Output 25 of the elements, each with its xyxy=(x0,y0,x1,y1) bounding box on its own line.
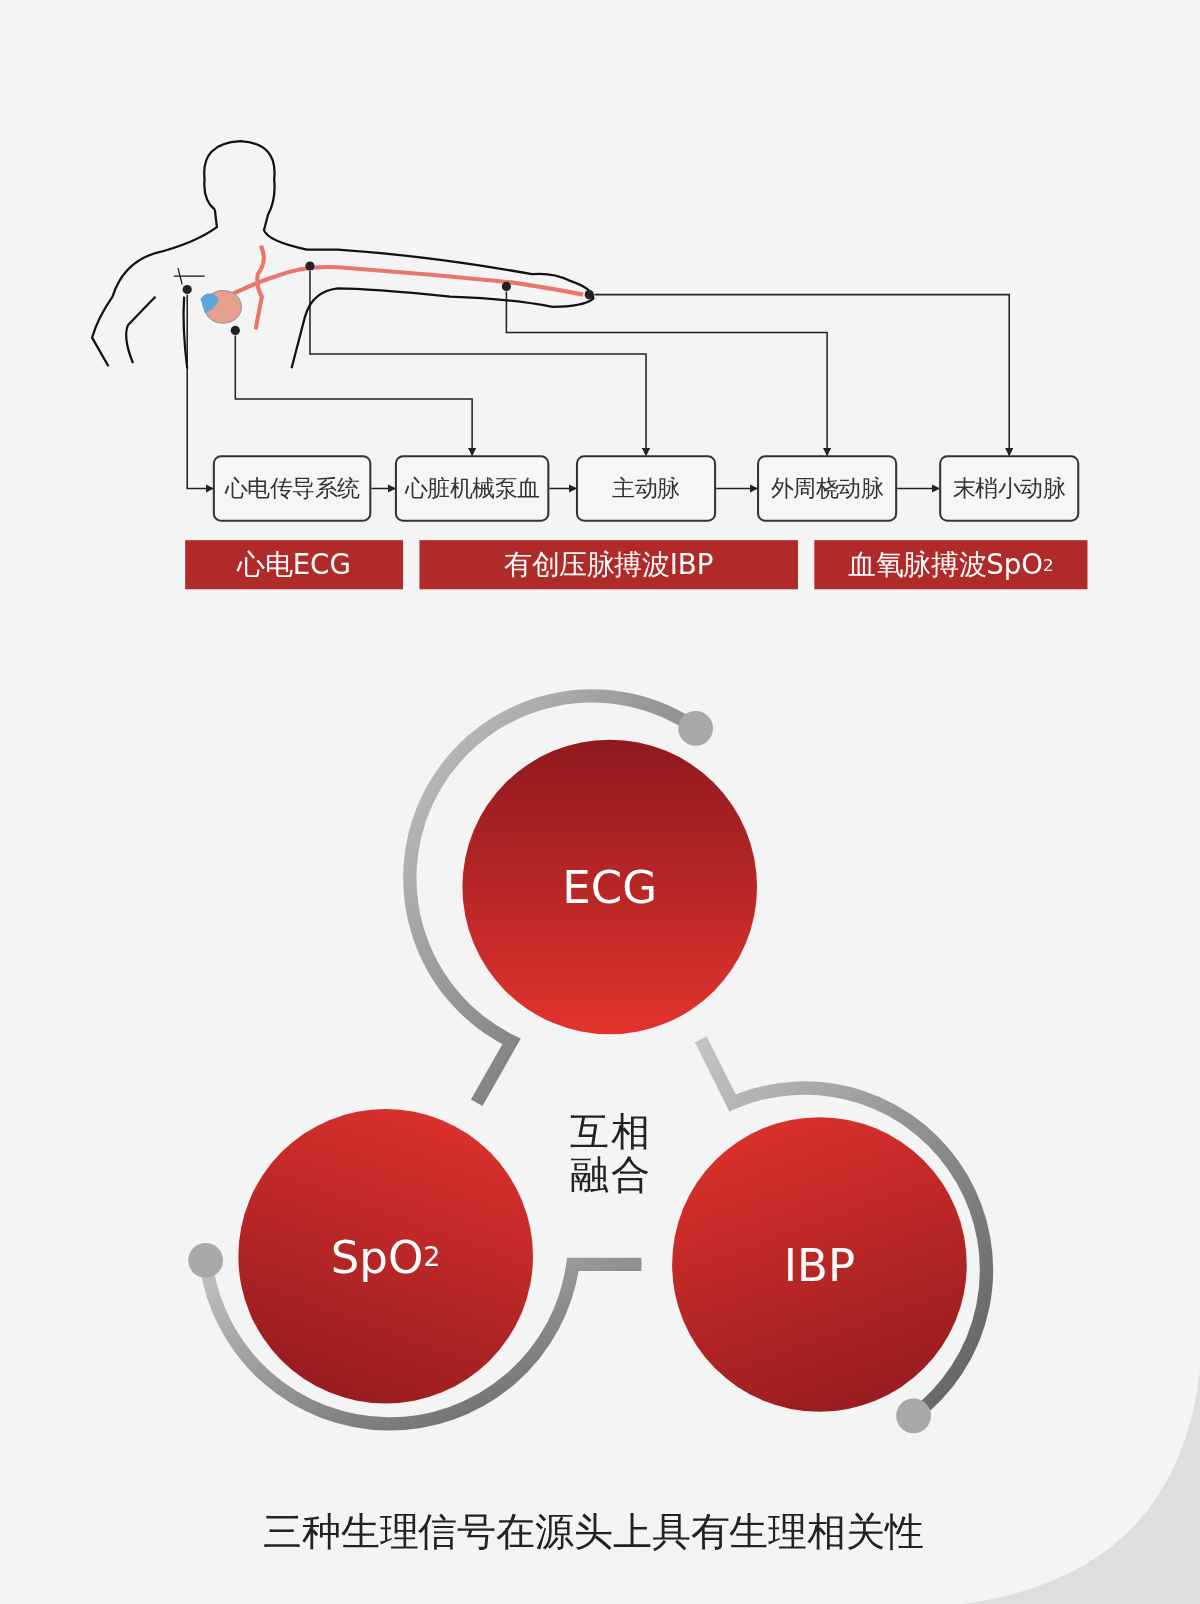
process-box: 主动脉 xyxy=(575,455,717,522)
process-box: 心电传导系统 xyxy=(212,455,372,522)
measurement-point xyxy=(230,325,240,336)
signal-band: 有创压脉搏波IBP xyxy=(419,540,798,590)
center-text: 互相融合 xyxy=(569,1110,654,1196)
connector-arrow xyxy=(715,484,759,493)
signal-circle: ECG xyxy=(462,739,758,1035)
caption: 三种生理信号在源头上具有生理相关性 xyxy=(261,1507,925,1556)
measurement-point xyxy=(584,290,594,300)
connector-arrow xyxy=(548,484,577,493)
connector-arrow xyxy=(370,484,396,493)
signal-circle: IBP xyxy=(672,1117,967,1412)
signal-band: 心电ECG xyxy=(185,540,404,590)
connector-arrow xyxy=(309,270,651,457)
process-box: 外周桡动脉 xyxy=(757,455,898,522)
connector-arrow xyxy=(505,290,832,457)
process-box: 心脏机械泵血 xyxy=(394,455,550,522)
measurement-point xyxy=(305,261,315,271)
connector-arrow xyxy=(593,293,1014,457)
connector-arrow xyxy=(186,293,214,493)
process-box: 末梢小动脉 xyxy=(939,455,1080,522)
connector-arrow xyxy=(234,334,477,457)
measurement-point xyxy=(501,281,511,292)
connector-arrow xyxy=(896,484,941,493)
measurement-point xyxy=(182,284,192,295)
